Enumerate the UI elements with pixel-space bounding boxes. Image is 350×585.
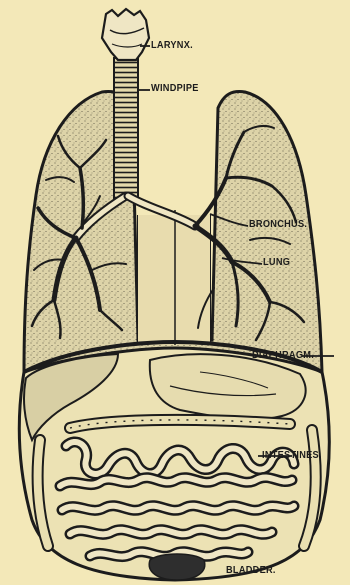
label-windpipe: WINDPIPE [151, 83, 199, 94]
label-diaphragm: DIAPHRAGM. [252, 350, 314, 361]
bladder [149, 554, 205, 580]
label-lung: LUNG [263, 257, 290, 268]
windpipe [114, 58, 138, 198]
label-bladder: BLADDER. [226, 565, 276, 576]
label-bronchus: BRONCHUS. [249, 219, 307, 230]
label-intestines: INTESTINES. [262, 450, 322, 461]
label-larynx: LARYNX. [151, 40, 193, 51]
larynx [102, 9, 149, 60]
